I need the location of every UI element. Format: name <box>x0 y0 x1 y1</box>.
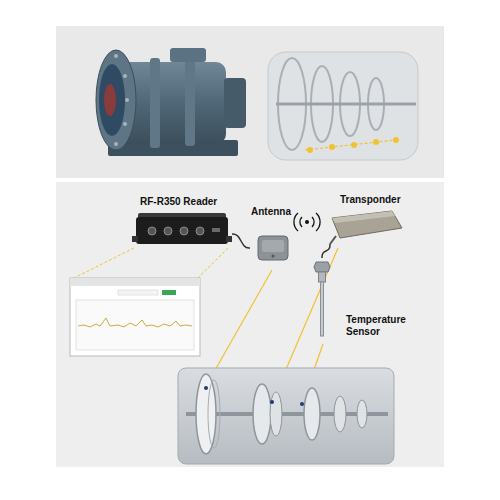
gearbox-cutaway <box>178 368 394 464</box>
cutaway-disc <box>253 384 271 444</box>
sensor-marker <box>204 386 208 390</box>
reader-port <box>164 227 172 235</box>
screen-field <box>118 290 158 295</box>
sensor-marker <box>270 400 274 404</box>
sensor-marker <box>300 402 304 406</box>
cutaway-disc <box>208 380 220 448</box>
device-node: Transponder <box>322 194 406 244</box>
sensor-dot <box>307 147 313 153</box>
cutaway-disc <box>196 374 216 454</box>
gearbox-hub <box>104 84 116 116</box>
sensor-thread <box>319 272 326 282</box>
wireless-arc <box>300 217 302 227</box>
leader-line <box>74 248 134 278</box>
sensor-dot <box>373 139 379 145</box>
wireless-dot <box>305 220 309 224</box>
ghost-housing <box>268 52 418 160</box>
transponder-top <box>332 211 395 223</box>
sensor-dot <box>393 137 399 143</box>
screen-frame <box>70 278 200 356</box>
gearbox-rib <box>150 58 160 148</box>
cutaway-disc <box>357 400 367 428</box>
wireless-arc <box>316 213 320 231</box>
screen-trace <box>78 318 192 327</box>
cutaway-disc <box>270 392 282 436</box>
top-panel <box>56 26 444 178</box>
reader-port <box>196 227 204 235</box>
reader-led <box>212 228 220 232</box>
device-node: Antenna <box>250 206 295 268</box>
gearbox-motor <box>224 78 246 128</box>
reader-tab <box>226 236 232 242</box>
flange-bolt <box>123 122 127 126</box>
bottom-panel <box>56 182 444 467</box>
device-node: RF-R350 Reader <box>132 196 232 248</box>
device-label: RF-R350 Reader <box>140 196 217 208</box>
cutaway-disc <box>304 388 320 440</box>
antenna-bolt <box>272 255 275 258</box>
panel-divider <box>56 179 444 182</box>
flange-bolt <box>123 74 127 78</box>
gearbox-flange-face <box>99 64 125 136</box>
sensor-dot <box>329 144 335 150</box>
wireless-arc <box>294 213 298 231</box>
cable <box>322 244 330 258</box>
software-screenshot <box>70 278 200 356</box>
antenna-body <box>258 236 288 260</box>
gearbox-transparent <box>268 52 418 160</box>
cutaway-ground <box>178 368 394 464</box>
leader-line <box>198 248 228 278</box>
flange-bolt <box>114 54 118 58</box>
screen-header <box>70 278 200 286</box>
device-label: Antenna <box>251 206 291 218</box>
ghost-shaft <box>276 103 416 106</box>
gearbox-top <box>170 48 206 62</box>
antenna-face <box>262 240 284 252</box>
sensor-nut <box>314 262 330 272</box>
sensor-rod <box>321 282 324 336</box>
device-label: Transponder <box>340 194 401 206</box>
flange-bolt <box>114 142 118 146</box>
ghost-signal <box>305 140 395 150</box>
flange-bolt <box>125 98 129 102</box>
wireless-arc <box>312 217 314 227</box>
cable <box>232 234 250 248</box>
gearbox-render <box>96 48 246 156</box>
gearbox-flange <box>96 50 136 150</box>
screen-chart <box>76 300 194 350</box>
reader-port <box>180 227 188 235</box>
device-node: Temperature Sensor <box>310 258 420 342</box>
reader-port <box>148 227 156 235</box>
reader-tab <box>132 236 138 242</box>
sensor-dot <box>351 142 357 148</box>
gearbox-rib <box>185 60 195 146</box>
transponder-gland <box>330 236 336 244</box>
cutaway-disc <box>334 396 346 432</box>
screen-button <box>162 290 176 295</box>
device-label: Temperature Sensor <box>346 314 412 338</box>
wireless-icon <box>294 213 320 231</box>
reader-body <box>136 217 228 244</box>
transponder-body <box>332 211 402 238</box>
